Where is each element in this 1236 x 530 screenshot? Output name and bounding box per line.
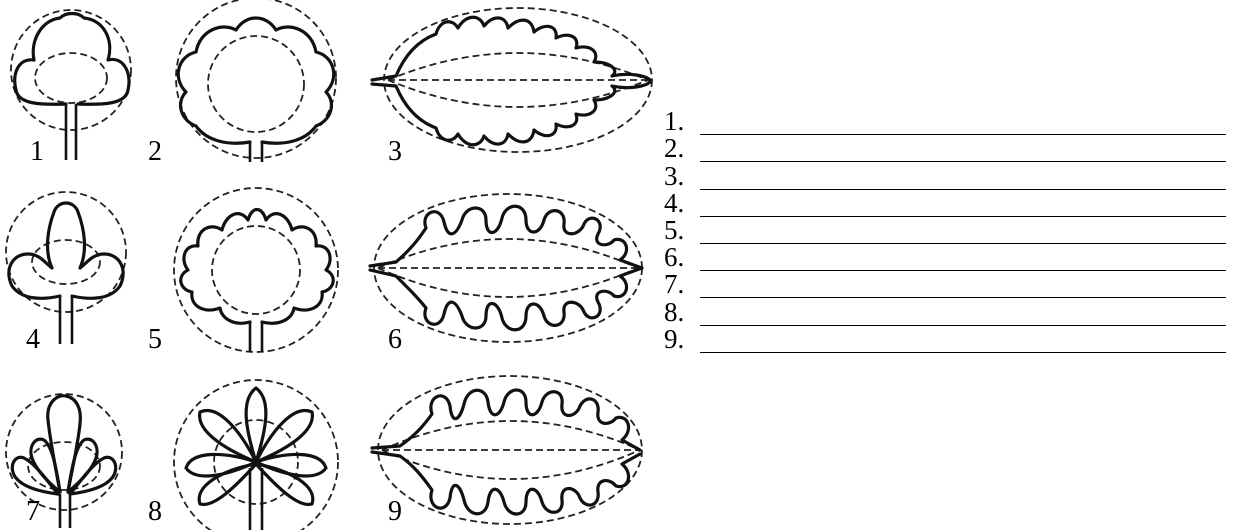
- answer-row-4: 4.: [664, 190, 1230, 217]
- answer-list: 1. 2. 3. 4. 5. 6. 7. 8. 9.: [664, 108, 1230, 353]
- answer-row-5: 5.: [664, 217, 1230, 244]
- answer-blank-8[interactable]: [700, 303, 1226, 326]
- figure-label-1: 1: [30, 136, 44, 167]
- figure-label-7: 7: [26, 496, 40, 527]
- answer-number: 3.: [664, 163, 700, 190]
- leaf-6-pinnately-parted: [370, 194, 642, 342]
- leaf-9-pinnately-dissected: [372, 376, 642, 524]
- leaf-8-palmately-dissected: [174, 380, 338, 530]
- answer-number: 7.: [664, 271, 700, 298]
- answer-row-1: 1.: [664, 108, 1230, 135]
- answer-blank-5[interactable]: [700, 221, 1226, 244]
- answer-blank-3[interactable]: [700, 167, 1226, 190]
- figure-label-2: 2: [148, 136, 162, 167]
- answer-number: 8.: [664, 299, 700, 326]
- answer-number: 2.: [664, 135, 700, 162]
- answer-blank-9[interactable]: [700, 330, 1226, 353]
- answer-row-6: 6.: [664, 244, 1230, 271]
- figure-label-3: 3: [388, 136, 402, 167]
- answer-number: 6.: [664, 244, 700, 271]
- leaf-5-palmately-parted: [174, 188, 338, 352]
- leaf-4-ternately-parted: [6, 192, 126, 344]
- leaf-1-palmately-lobed: [11, 10, 131, 160]
- figure-label-9: 9: [388, 496, 402, 527]
- answer-blank-4[interactable]: [700, 194, 1226, 217]
- answer-blank-2[interactable]: [700, 139, 1226, 162]
- answer-number: 5.: [664, 217, 700, 244]
- answer-number: 1.: [664, 108, 700, 135]
- answer-number: 9.: [664, 326, 700, 353]
- leaf-7-palmately-dissected: [6, 394, 122, 528]
- answer-blank-7[interactable]: [700, 275, 1226, 298]
- answer-row-7: 7.: [664, 271, 1230, 298]
- answer-blank-6[interactable]: [700, 248, 1226, 271]
- figure-label-6: 6: [388, 324, 402, 355]
- leaf-2-palmately-lobed: [176, 0, 336, 162]
- figure-label-5: 5: [148, 324, 162, 355]
- answer-row-3: 3.: [664, 162, 1230, 189]
- figure-label-8: 8: [148, 496, 162, 527]
- leaf-forms-diagram: 1 2 3 4 5 6: [0, 0, 660, 530]
- answer-row-2: 2.: [664, 135, 1230, 162]
- leaf-3-pinnately-lobed: [372, 8, 652, 152]
- answer-number: 4.: [664, 190, 700, 217]
- answer-row-9: 9.: [664, 326, 1230, 353]
- answer-blank-1[interactable]: [700, 112, 1226, 135]
- figure-label-4: 4: [26, 324, 40, 355]
- answer-row-8: 8.: [664, 298, 1230, 325]
